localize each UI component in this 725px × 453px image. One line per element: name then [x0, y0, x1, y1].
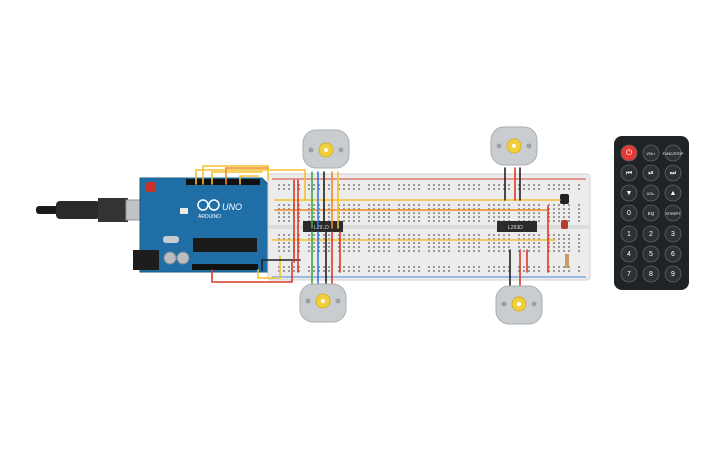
- remote-button-label: 8: [649, 271, 653, 278]
- remote-button-18[interactable]: 7: [620, 265, 638, 283]
- motor-driver-right[interactable]: L293D: [497, 221, 537, 232]
- arrow-down-icon: ▼: [626, 190, 633, 197]
- resistor[interactable]: [565, 254, 569, 268]
- remote-button-label: 9: [671, 271, 675, 278]
- remote-button-14[interactable]: 3: [664, 225, 682, 243]
- remote-button-label: 1: [627, 231, 631, 238]
- remote-button-15[interactable]: 4: [620, 245, 638, 263]
- remote-button-label: FUNC/STOP: [663, 152, 684, 156]
- remote-button-label: 3: [671, 231, 675, 238]
- remote-button-5[interactable]: ⏭: [664, 164, 682, 182]
- dc-motor-top-right[interactable]: [490, 126, 538, 166]
- dc-motor-bottom-left[interactable]: [299, 283, 347, 323]
- remote-button-label: 7: [627, 271, 631, 278]
- remote-button-6[interactable]: ▼: [620, 184, 638, 202]
- remote-button-7[interactable]: VOL-: [642, 184, 660, 202]
- remote-button-1[interactable]: VOL+: [642, 144, 660, 162]
- remote-button-10[interactable]: EQ: [642, 204, 660, 222]
- arduino-uno-board[interactable]: ARDUINO UNO: [133, 177, 271, 273]
- remote-button-label: 0: [627, 210, 631, 217]
- remote-button-19[interactable]: 8: [642, 265, 660, 283]
- power-icon: ⏻: [626, 148, 633, 157]
- motor-driver-left[interactable]: L293D: [303, 221, 343, 232]
- remote-button-8[interactable]: ▲: [664, 184, 682, 202]
- remote-button-label: 5: [649, 251, 653, 258]
- remote-button-13[interactable]: 2: [642, 225, 660, 243]
- driver-right-label: L293D: [508, 225, 523, 231]
- rewind-icon: ⏮: [626, 170, 632, 177]
- remote-button-label: 4: [627, 251, 631, 258]
- remote-button-9[interactable]: 0: [620, 204, 638, 222]
- remote-button-label: ST/REPT: [665, 212, 681, 216]
- arrow-up-icon: ▲: [670, 190, 677, 197]
- reset-button[interactable]: [146, 182, 156, 192]
- ir-remote[interactable]: ⏻ VOL+ FUNC/STOP ⏮ ⏯ ⏭ ▼ VOL- ▲ 0 EQ ST/REPT 1 2 3 4 5 6 7…: [614, 136, 689, 290]
- dc-motor-bottom-right[interactable]: [495, 285, 543, 325]
- remote-button-11[interactable]: ST/REPT: [664, 204, 682, 222]
- remote-button-3[interactable]: ⏮: [620, 164, 638, 182]
- usb-cable: [36, 198, 157, 222]
- remote-button-12[interactable]: 1: [620, 225, 638, 243]
- dc-motor-top-left[interactable]: [302, 129, 350, 169]
- remote-button-label: VOL-: [647, 192, 656, 196]
- arduino-model-label: UNO: [222, 202, 242, 212]
- remote-button-label: EQ: [648, 211, 655, 216]
- remote-button-20[interactable]: 9: [664, 265, 682, 283]
- remote-button-16[interactable]: 5: [642, 245, 660, 263]
- remote-button-2[interactable]: FUNC/STOP: [663, 144, 684, 162]
- remote-button-grid: ⏻ VOL+ FUNC/STOP ⏮ ⏯ ⏭ ▼ VOL- ▲ 0 EQ ST/REPT 1 2 3 4 5 6 7…: [620, 144, 684, 283]
- wires: [195, 165, 561, 289]
- remote-button-label: 6: [671, 251, 675, 258]
- fast-forward-icon: ⏭: [670, 170, 677, 177]
- ir-receiver[interactable]: [560, 194, 569, 204]
- remote-button-4[interactable]: ⏯: [642, 164, 660, 182]
- play-pause-icon: ⏯: [648, 170, 654, 177]
- arduino-logo-icon: [197, 199, 220, 211]
- driver-left-label: L293D: [314, 225, 329, 231]
- remote-button-label: 2: [649, 231, 653, 238]
- led[interactable]: [561, 220, 568, 229]
- remote-button-label: VOL+: [646, 152, 655, 156]
- arduino-brand-label: ARDUINO: [198, 214, 221, 220]
- remote-button-0[interactable]: ⏻: [620, 144, 638, 162]
- remote-button-17[interactable]: 6: [664, 245, 682, 263]
